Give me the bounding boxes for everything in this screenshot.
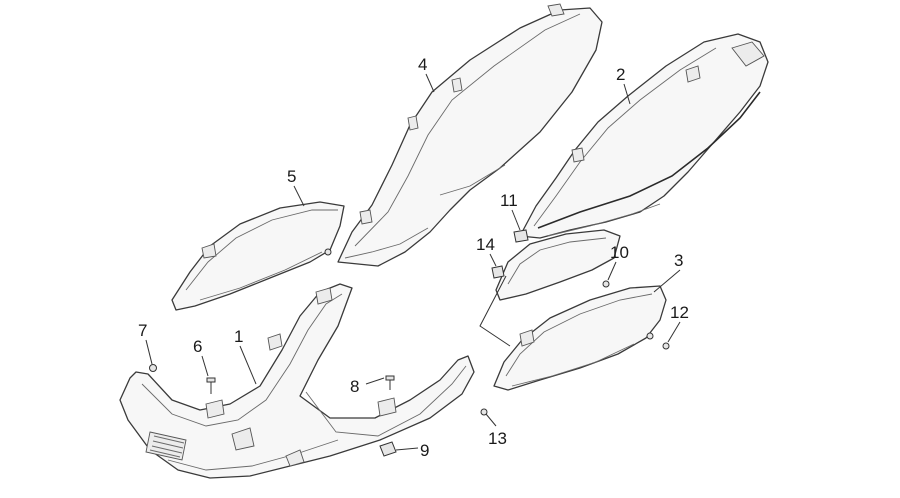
hardware-clip-9 — [379, 441, 397, 457]
part-1-floor-tray — [119, 283, 475, 479]
callout-2: 2 — [616, 65, 625, 84]
callout-9: 9 — [420, 441, 429, 460]
part-mid-right-subpanel — [495, 229, 621, 301]
leader-11 — [511, 209, 521, 231]
callout-4: 4 — [418, 55, 427, 74]
callout-5: 5 — [287, 167, 296, 186]
callout-8: 8 — [350, 377, 359, 396]
hardware-clip-11 — [513, 229, 529, 243]
part-2-side-panel — [519, 33, 769, 239]
leader-6 — [201, 355, 209, 377]
hardware-clip-14 — [491, 265, 505, 279]
callout-10: 10 — [610, 243, 629, 262]
leader-14 — [489, 253, 497, 267]
leader-5 — [293, 185, 305, 207]
leader-13 — [485, 413, 497, 427]
leader-9 — [395, 447, 419, 451]
callout-12: 12 — [670, 303, 689, 322]
leader-7 — [145, 339, 153, 365]
leader-3 — [653, 269, 681, 293]
callout-7: 7 — [138, 321, 147, 340]
part-3-lower-cowl — [493, 285, 667, 391]
hardware-screw-8 — [385, 375, 395, 390]
leader-2 — [623, 83, 631, 105]
callout-6: 6 — [193, 337, 202, 356]
hardware-screw-6 — [206, 377, 216, 394]
leader-1 — [239, 345, 257, 385]
callout-3: 3 — [674, 251, 683, 270]
alignment-line-right — [479, 275, 511, 347]
hardware-screw-10 — [602, 280, 610, 288]
leader-12 — [667, 321, 681, 343]
leader-4 — [425, 73, 435, 93]
part-5-left-cowl — [171, 201, 345, 311]
floor-tray-vent-grille — [145, 431, 187, 461]
hardware-screw-13 — [480, 408, 488, 416]
hardware-screw-7 — [149, 364, 157, 372]
callout-13: 13 — [488, 429, 507, 448]
callout-14: 14 — [476, 235, 495, 254]
callout-11: 11 — [500, 191, 518, 210]
leader-10 — [607, 261, 617, 281]
leader-8 — [365, 377, 385, 385]
part-4-side-panel — [337, 3, 603, 267]
hardware-screw-12 — [662, 342, 670, 350]
callout-1: 1 — [234, 327, 243, 346]
